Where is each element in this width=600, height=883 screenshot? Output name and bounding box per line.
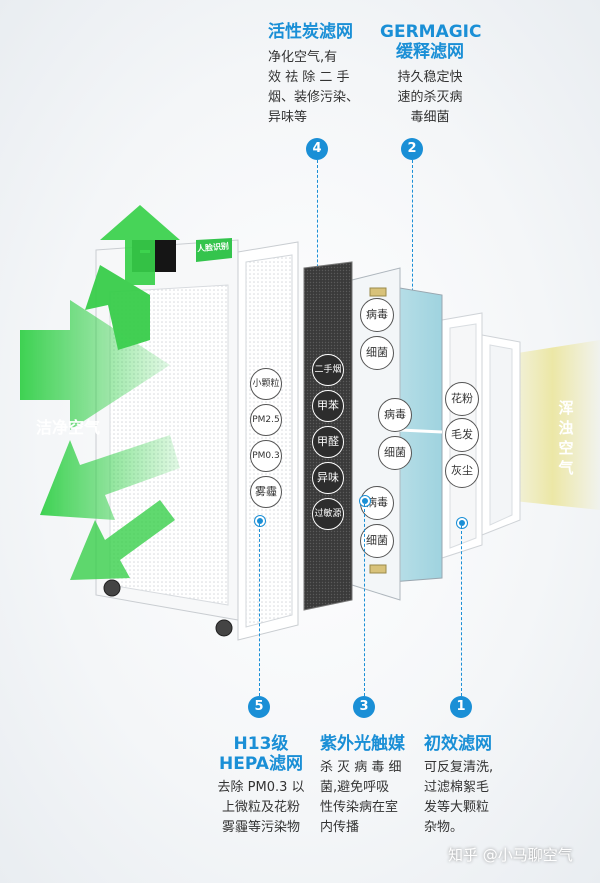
uv-circle-2: 细菌 <box>378 436 412 470</box>
badge-1: 1 <box>450 696 472 718</box>
callout-5: H13级 HEPA滤网 去除 PM0.3 以 上微粒及花粉 雾霾等污染物 <box>206 734 316 838</box>
clean-air-label: 洁净空气 <box>36 418 101 437</box>
leader-line-2 <box>412 160 413 336</box>
leader-line-1 <box>461 526 462 696</box>
badge-3: 3 <box>353 696 375 718</box>
hepa-circle-4: 雾霾 <box>250 476 282 508</box>
badge-4: 4 <box>306 138 328 160</box>
callout-5-title-line1: H13级 <box>233 734 289 754</box>
hepa-circle-2: PM2.5 <box>250 404 282 436</box>
leader-dot-1 <box>457 518 467 528</box>
carbon-circle-3: 甲醛 <box>312 426 344 458</box>
leader-dot-5 <box>255 516 265 526</box>
callout-2-desc: 持久稳定快 速的杀灭病 毒细菌 <box>397 70 463 125</box>
callout-5-title-line2: HEPA滤网 <box>219 754 303 774</box>
hepa-circle-1: 小颗粒 <box>250 368 282 400</box>
callout-2-title-line1: GERMAGIC <box>380 22 482 42</box>
badge-5: 5 <box>248 696 270 718</box>
callout-2: GERMAGIC 缓释滤网 持久稳定快 速的杀灭病 毒细菌 <box>380 22 482 128</box>
germagic-circle-1: 病毒 <box>360 298 394 332</box>
watermark: 知乎 @小马聊空气 <box>448 846 573 864</box>
dirty-air-band <box>505 340 600 510</box>
leader-line-3 <box>364 504 365 696</box>
leader-dot-3 <box>360 496 370 506</box>
carbon-circle-4: 异味 <box>312 462 344 494</box>
callout-1: 初效滤网 可反复清洗, 过滤棉絮毛 发等大颗粒 杂物。 <box>424 734 524 838</box>
callout-1-desc: 可反复清洗, 过滤棉絮毛 发等大颗粒 杂物。 <box>424 760 494 835</box>
callout-4-desc: 净化空气,有 效 祛 除 二 手 烟、装修污染、 异味等 <box>268 50 360 125</box>
device-wheel-back <box>103 579 121 597</box>
clean-air-arrows <box>20 205 180 580</box>
dirty-air-label: 浑 浊 空 气 <box>558 399 574 477</box>
carbon-circle-5: 过敏源 <box>312 498 344 530</box>
device-badge-ribbon <box>196 238 232 262</box>
device-wheel-front <box>215 619 233 637</box>
uv-circle-1: 病毒 <box>378 398 412 432</box>
pre-circle-2: 毛发 <box>445 418 479 452</box>
carbon-circle-2: 甲苯 <box>312 390 344 422</box>
carbon-circle-1: 二手烟 <box>312 354 344 386</box>
callout-3: 紫外光触媒 杀 灭 病 毒 细 菌,避免呼吸 性传染病在室 内传播 <box>320 734 420 838</box>
callout-4-title: 活性炭滤网 <box>268 22 353 42</box>
leader-line-4 <box>317 160 318 332</box>
germagic-circle-2: 细菌 <box>360 336 394 370</box>
uv-lower-circle-2: 细菌 <box>360 524 394 558</box>
hepa-circle-3: PM0.3 <box>250 440 282 472</box>
callout-2-title-line2: 缓释滤网 <box>396 42 464 62</box>
callout-3-title: 紫外光触媒 <box>320 734 405 754</box>
callout-4: 活性炭滤网 净化空气,有 效 祛 除 二 手 烟、装修污染、 异味等 <box>268 22 368 128</box>
callout-1-title: 初效滤网 <box>424 734 492 754</box>
callout-5-desc: 去除 PM0.3 以 上微粒及花粉 雾霾等污染物 <box>217 780 305 835</box>
badge-2: 2 <box>401 138 423 160</box>
pre-circle-3: 灰尘 <box>445 454 479 488</box>
leader-line-5 <box>259 524 260 696</box>
callout-3-desc: 杀 灭 病 毒 细 菌,避免呼吸 性传染病在室 内传播 <box>320 760 402 835</box>
pre-circle-1: 花粉 <box>445 382 479 416</box>
